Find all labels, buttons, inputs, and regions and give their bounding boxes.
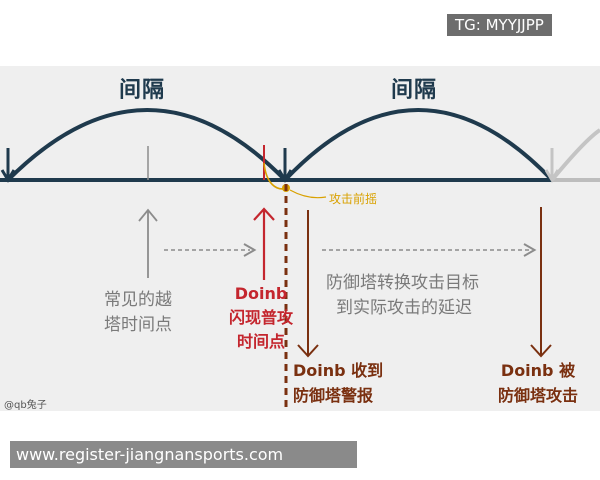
common-dive-label: 常见的越 塔时间点 [104,288,172,338]
tick-arrow-3-faded [544,148,560,183]
doinb-flash-arrow [253,207,275,280]
doinb-alert-label: Doinb 收到 防御塔警报 [293,358,383,408]
doinb-hit-line-2: 防御塔攻击 [497,386,578,405]
doinb-hit-line-1: Doinb 被 [500,361,576,380]
doinb-alert-arrow [297,210,319,358]
tower-delay-line-2: 到实际攻击的延迟 [336,298,472,318]
doinb-flash-line-2: 闪现普攻 [228,308,293,327]
common-dive-line-1: 常见的越 [104,290,172,310]
tick-arrow-2 [277,148,293,183]
doinb-flash-label: Doinb 闪现普攻 时间点 [222,282,300,354]
watermark-tag: TG: MYYJJPP [447,14,552,36]
author-credit: @qb兔子 [4,400,47,411]
doinb-hit-arrow [530,207,552,358]
doinb-hit-label: Doinb 被 防御塔攻击 [486,358,590,408]
common-dive-arrow [138,208,158,278]
attack-windup-label: 攻击前摇 [329,192,378,206]
tower-delay-line-1: 防御塔转换攻击目标 [326,273,479,293]
footer-url-banner: www.register-jiangnansports.com [10,441,357,468]
diagram-panel [0,66,600,411]
interval-arc-1 [6,108,287,182]
interval-arc-3-faded [550,128,600,182]
tower-delay-label: 防御塔转换攻击目标 到实际攻击的延迟 [326,271,479,321]
doinb-alert-line-2: 防御塔警报 [293,386,374,405]
common-dive-line-2: 塔时间点 [104,315,172,335]
windup-callout-line [289,189,327,199]
tick-arrow-1 [0,148,16,183]
doinb-alert-line-1: Doinb 收到 [293,361,384,380]
interval-label-2: 间隔 [391,78,438,103]
interval-label-1: 间隔 [119,78,166,103]
interval-arc-2 [283,108,554,182]
doinb-flash-line-3: 时间点 [236,332,285,351]
doinb-flash-line-1: Doinb [234,284,288,303]
